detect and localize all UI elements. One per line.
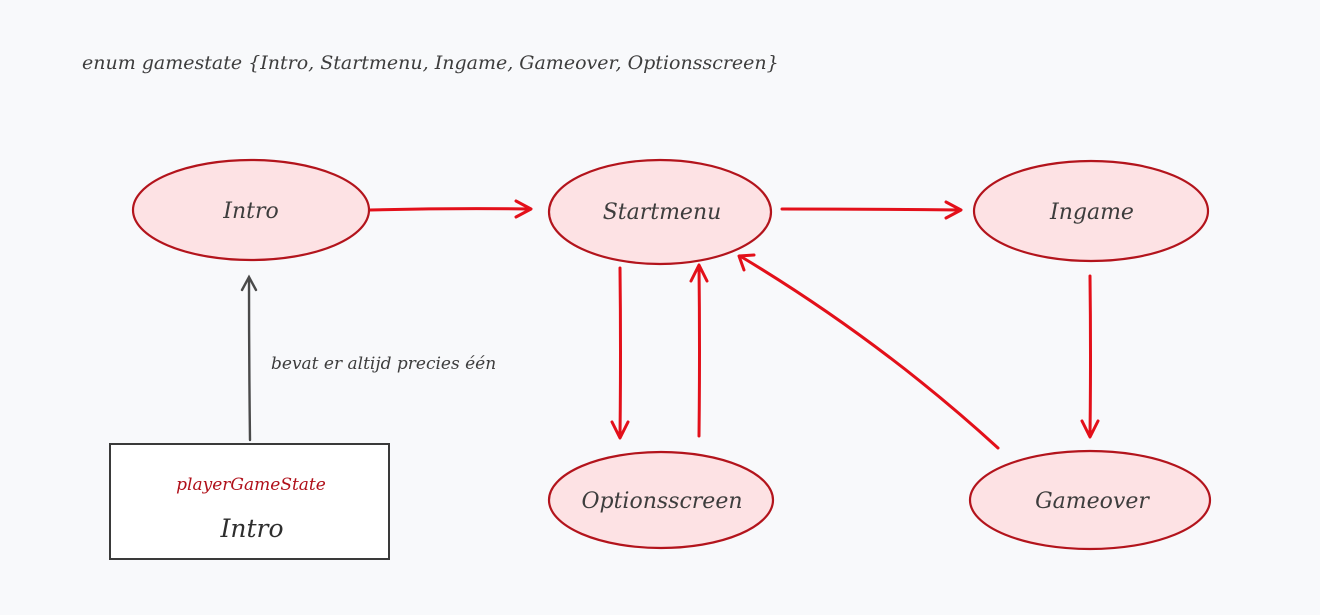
arrow-head [737,253,756,272]
node-label: Startmenu [603,200,722,225]
edge-intro-to-startmenu [368,199,533,219]
node-shape [547,450,775,550]
arrow-head [610,420,630,440]
edge-line [780,207,962,212]
edge-gameover-to-startmenu [737,253,1000,450]
node-shape [968,449,1212,551]
node-label: Ingame [1049,200,1134,225]
arrow-head [944,200,963,220]
edge-line [247,276,252,442]
enum-declaration: enum gamestate {Intro, Startmenu, Ingame… [82,52,779,74]
node-label: Gameover [1035,489,1150,514]
edge-startmenu-to-optionsscreen [610,266,630,440]
state-box-title: playerGameState [176,475,326,495]
node-intro[interactable]: Intro [131,158,371,262]
edge-ingame-to-gameover [1080,274,1100,439]
edge-state-box-to-intro [240,274,258,442]
node-ingame[interactable]: Ingame [972,159,1210,263]
edge-line [697,264,701,438]
node-startmenu[interactable]: Startmenu [547,158,773,266]
node-label: Optionsscreen [581,489,742,514]
arrow-head [514,199,533,219]
edge-line [738,254,1000,450]
edge-line [618,266,622,439]
state-box-frame [109,443,390,560]
relation-label: bevat er altijd precies één [271,354,496,374]
player-game-state-box[interactable]: playerGameState Intro [109,443,390,560]
edge-optionsscreen-to-startmenu [689,263,709,438]
node-shape [547,158,773,266]
arrow-head [240,274,258,292]
node-optionsscreen[interactable]: Optionsscreen [547,450,775,550]
node-gameover[interactable]: Gameover [968,449,1212,551]
arrow-head [1080,419,1100,439]
edge-line [368,207,532,212]
state-box-value: Intro [219,514,283,543]
node-shape [131,158,371,262]
edge-startmenu-to-ingame [780,200,963,220]
arrow-head [689,263,709,283]
edge-line [1088,274,1092,438]
node-label: Intro [222,199,278,224]
node-shape [972,159,1210,263]
